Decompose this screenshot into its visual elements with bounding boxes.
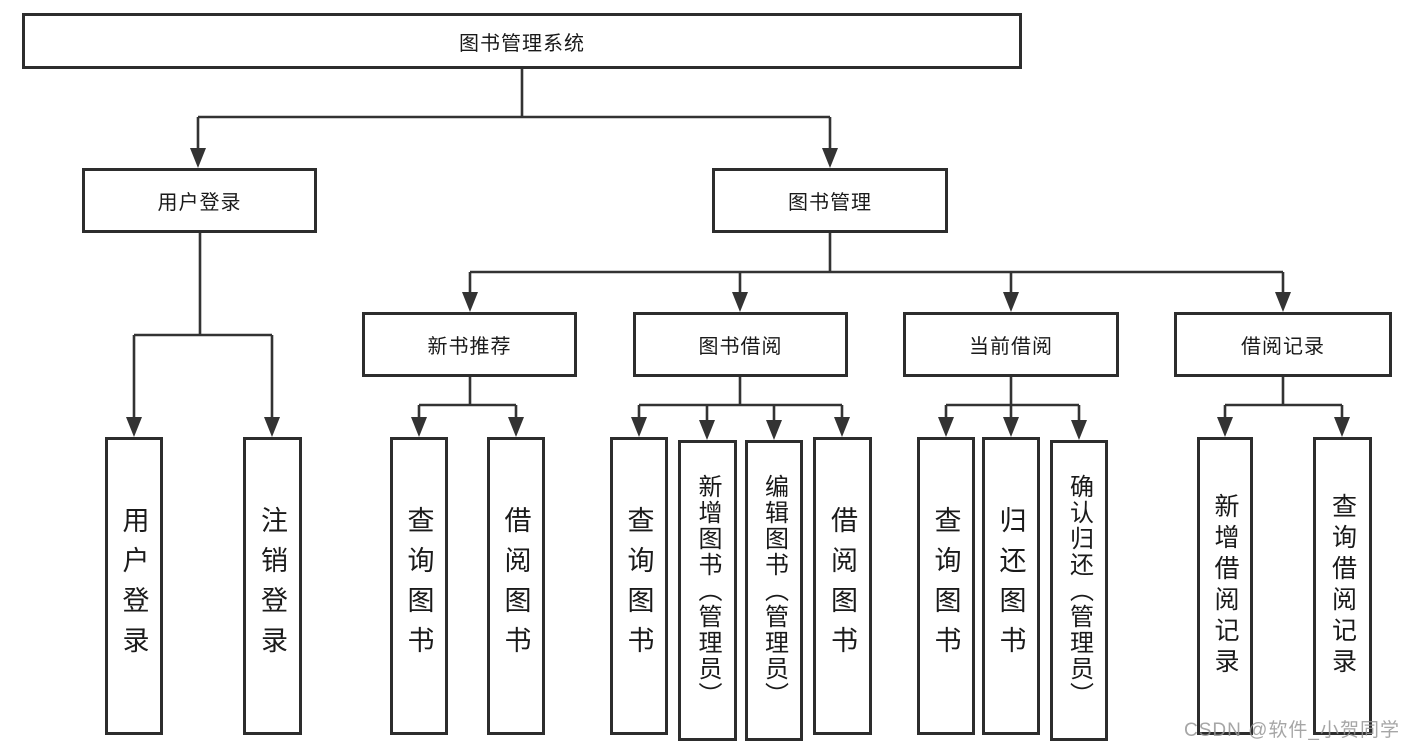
leaf-user-login: 用户登录 bbox=[105, 437, 163, 735]
leaf-borrow-book: 借阅图书 bbox=[813, 437, 872, 735]
leaf-edit-book-admin: 编辑图书（管理员） bbox=[745, 440, 803, 741]
node-label: 图书管理 bbox=[788, 192, 872, 214]
leaf-label: 确认归还（管理员） bbox=[1065, 473, 1093, 708]
node-label: 借阅记录 bbox=[1241, 336, 1325, 358]
connector-book-borrow-children bbox=[637, 377, 844, 422]
node-label: 当前借阅 bbox=[969, 336, 1053, 358]
leaf-label: 借阅图书 bbox=[827, 506, 857, 666]
node-label: 新书推荐 bbox=[427, 336, 512, 358]
connector-current-borrow-children bbox=[944, 377, 1081, 422]
leaf-label: 注销登录 bbox=[257, 506, 287, 666]
leaf-logout: 注销登录 bbox=[243, 437, 302, 735]
node-label: 图书管理系统 bbox=[459, 32, 585, 55]
node-book-management-system: 图书管理系统 bbox=[22, 13, 1022, 69]
leaf-label: 用户登录 bbox=[118, 506, 149, 666]
arrowheads bbox=[126, 148, 1350, 440]
leaf-add-borrow-record: 新增借阅记录 bbox=[1197, 437, 1253, 735]
connector-book-management-children bbox=[468, 233, 1285, 294]
node-label: 用户登录 bbox=[157, 192, 242, 214]
node-borrow-records: 借阅记录 bbox=[1174, 312, 1392, 377]
leaf-label: 新增图书（管理员） bbox=[694, 473, 721, 708]
node-book-borrow: 图书借阅 bbox=[633, 312, 848, 377]
leaf-label: 查询图书 bbox=[930, 506, 961, 666]
leaf-label: 编辑图书（管理员） bbox=[760, 473, 788, 708]
connector-user-login-children bbox=[132, 233, 274, 419]
connector-borrow-records-children bbox=[1223, 377, 1344, 419]
connector-root-to-level2 bbox=[196, 69, 832, 150]
node-new-book-recommend: 新书推荐 bbox=[362, 312, 577, 377]
leaf-query-borrow-record: 查询借阅记录 bbox=[1313, 437, 1372, 735]
node-label: 图书借阅 bbox=[698, 336, 783, 358]
csdn-watermark: CSDN @软件_小贺同学 bbox=[1184, 720, 1400, 741]
node-current-borrow: 当前借阅 bbox=[903, 312, 1119, 377]
leaf-query-book-borrow: 查询图书 bbox=[610, 437, 668, 735]
leaf-query-book-recommend: 查询图书 bbox=[390, 437, 448, 735]
leaf-label: 查询借阅记录 bbox=[1328, 493, 1357, 679]
leaf-label: 查询图书 bbox=[623, 506, 654, 666]
leaf-add-book-admin: 新增图书（管理员） bbox=[678, 440, 737, 741]
leaf-label: 借阅图书 bbox=[500, 506, 531, 666]
leaf-return-book: 归还图书 bbox=[982, 437, 1040, 735]
node-book-management: 图书管理 bbox=[712, 168, 948, 233]
leaf-confirm-return-admin: 确认归还（管理员） bbox=[1050, 440, 1108, 741]
leaf-borrow-book-recommend: 借阅图书 bbox=[487, 437, 545, 735]
leaf-label: 查询图书 bbox=[403, 506, 434, 666]
leaf-query-book-current: 查询图书 bbox=[917, 437, 975, 735]
leaf-label: 归还图书 bbox=[995, 506, 1026, 666]
leaf-label: 新增借阅记录 bbox=[1211, 493, 1239, 679]
node-user-login: 用户登录 bbox=[82, 168, 317, 233]
connector-new-book-children bbox=[417, 377, 518, 419]
